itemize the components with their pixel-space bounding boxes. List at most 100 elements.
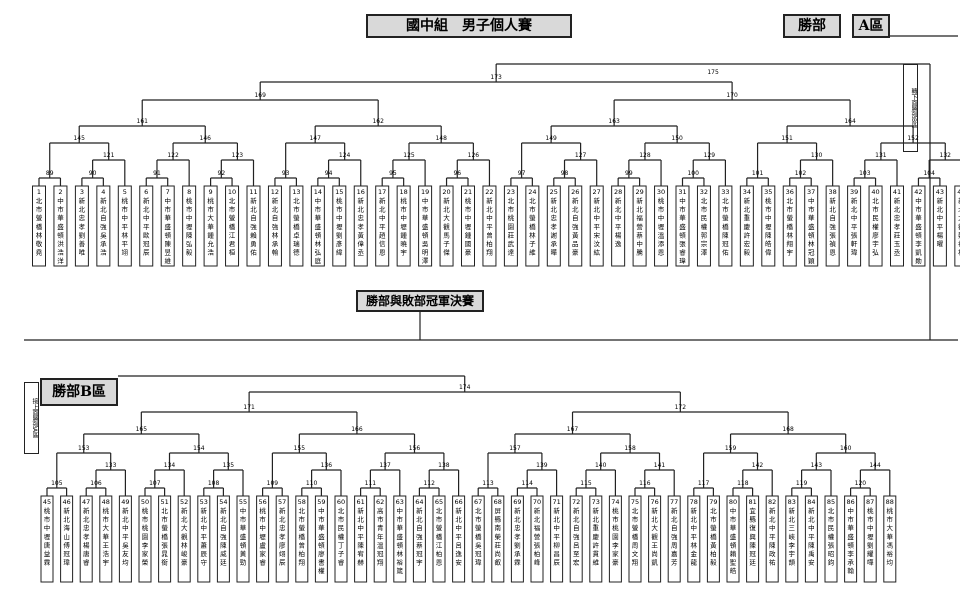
player-name-char: 勛 xyxy=(915,256,922,265)
player-seed: 6 xyxy=(144,188,148,196)
player-seed: 73 xyxy=(592,498,600,506)
player-name-char: 盛 xyxy=(422,222,429,231)
player-name-char: 新 xyxy=(744,196,751,205)
player-name-char: 張 xyxy=(829,231,836,239)
player-name-char: 桃 xyxy=(122,196,129,205)
player-name-char: 瑋 xyxy=(475,558,482,567)
player-name-char: 北 xyxy=(83,516,90,524)
player-name-char: 江 xyxy=(436,541,443,549)
player-name-char: 市 xyxy=(259,515,266,524)
player-name-char: 頓 xyxy=(730,540,737,549)
player-name-char: 忠 xyxy=(83,524,90,532)
player-box: 44新北大觀鄭裕林 xyxy=(954,185,960,267)
match-number: 119 xyxy=(796,480,808,487)
match-number: 130 xyxy=(811,152,823,159)
player-name-char: 裕 xyxy=(958,239,960,248)
match-number: 135 xyxy=(223,462,235,469)
player-seed: 52 xyxy=(180,498,188,506)
player-name-char: 吳 xyxy=(422,240,429,248)
player-name-char: 北 xyxy=(475,507,482,515)
player-name-char: 華 xyxy=(397,523,404,532)
player-name-char: 三 xyxy=(789,524,796,532)
player-name-char: 承 xyxy=(100,239,107,248)
player-name-char: 觀 xyxy=(651,532,658,541)
player-name-char: 林 xyxy=(36,230,43,239)
player-seed: 53 xyxy=(200,498,208,506)
player-name-char: 家 xyxy=(259,549,266,558)
match-number: 157 xyxy=(509,445,521,452)
player-name-char: 緯 xyxy=(336,248,343,257)
player-name-char: 桃 xyxy=(400,196,407,205)
match-number: 103 xyxy=(859,170,871,177)
player-name-char: 橋 xyxy=(299,532,306,541)
player-name-char: 盛 xyxy=(847,532,854,541)
match-number: 152 xyxy=(907,135,919,142)
player-name-char: 螢 xyxy=(229,213,236,222)
player-name-char: 新 xyxy=(279,506,286,515)
player-name-char: 周 xyxy=(671,541,678,549)
match-number: 125 xyxy=(403,152,415,159)
player-name-char: 新 xyxy=(829,196,836,205)
match-number: 93 xyxy=(282,170,290,177)
player-name-char: 新 xyxy=(83,506,90,515)
player-seed: 28 xyxy=(614,188,622,196)
player-name-char: 丞 xyxy=(358,248,365,257)
player-name-char: 孝 xyxy=(358,223,365,231)
player-name-char: 聖 xyxy=(730,559,737,567)
match-number: 156 xyxy=(409,445,421,452)
player-seed: 36 xyxy=(786,188,794,196)
player-name-char: 黃 xyxy=(240,549,247,558)
match-number: 171 xyxy=(243,404,255,411)
player-box-frame xyxy=(289,185,304,267)
player-name-char: 桃 xyxy=(336,196,343,205)
player-seed: 7 xyxy=(166,188,170,196)
player-name-char: 卓 xyxy=(293,230,300,239)
player-seed: 14 xyxy=(314,188,322,196)
player-name-char: 耀 xyxy=(867,549,874,558)
player-name-char: 頓 xyxy=(240,540,247,549)
player-box-frame xyxy=(160,185,175,267)
player-name-char: 市 xyxy=(336,205,343,214)
player-name-char: 市 xyxy=(377,515,384,524)
player-box-frame xyxy=(608,495,622,583)
player-name-char: 新 xyxy=(894,196,901,205)
player-name-char: 箴 xyxy=(397,566,404,575)
player-name-char: 辰 xyxy=(553,559,560,567)
player-box-frame xyxy=(589,185,604,267)
match-number: 101 xyxy=(752,170,764,177)
match-number: 131 xyxy=(875,152,887,159)
player-name-char: 張 xyxy=(534,541,541,549)
player-name-char: 江 xyxy=(229,231,236,239)
player-name-char: 自 xyxy=(572,213,579,222)
player-seed: 80 xyxy=(729,498,737,506)
player-name-char: 翊 xyxy=(279,549,286,558)
player-name-char: 忠 xyxy=(358,214,365,222)
player-seed: 15 xyxy=(335,188,343,196)
player-name-char: 自 xyxy=(250,213,257,222)
player-box-frame xyxy=(256,495,270,583)
player-name-char: 維 xyxy=(164,256,171,265)
player-name-char: 北 xyxy=(79,206,86,214)
player-name-char: 恩 xyxy=(658,249,665,257)
player-name-char: 冠 xyxy=(475,550,482,558)
player-seed: 5 xyxy=(123,188,127,196)
player-name-char: 冠 xyxy=(377,550,384,558)
player-name-char: 軒 xyxy=(851,240,858,248)
player-name-char: 新 xyxy=(572,196,579,205)
player-box-frame xyxy=(568,185,583,267)
player-name-char: 頓 xyxy=(57,230,64,239)
player-name-char: 北 xyxy=(872,197,879,205)
player-name-char: 平 xyxy=(122,223,129,231)
player-name-char: 曾 xyxy=(486,230,493,239)
match-number: 96 xyxy=(453,170,461,177)
player-seed: 69 xyxy=(513,498,521,506)
player-name-char: 中 xyxy=(122,213,129,222)
